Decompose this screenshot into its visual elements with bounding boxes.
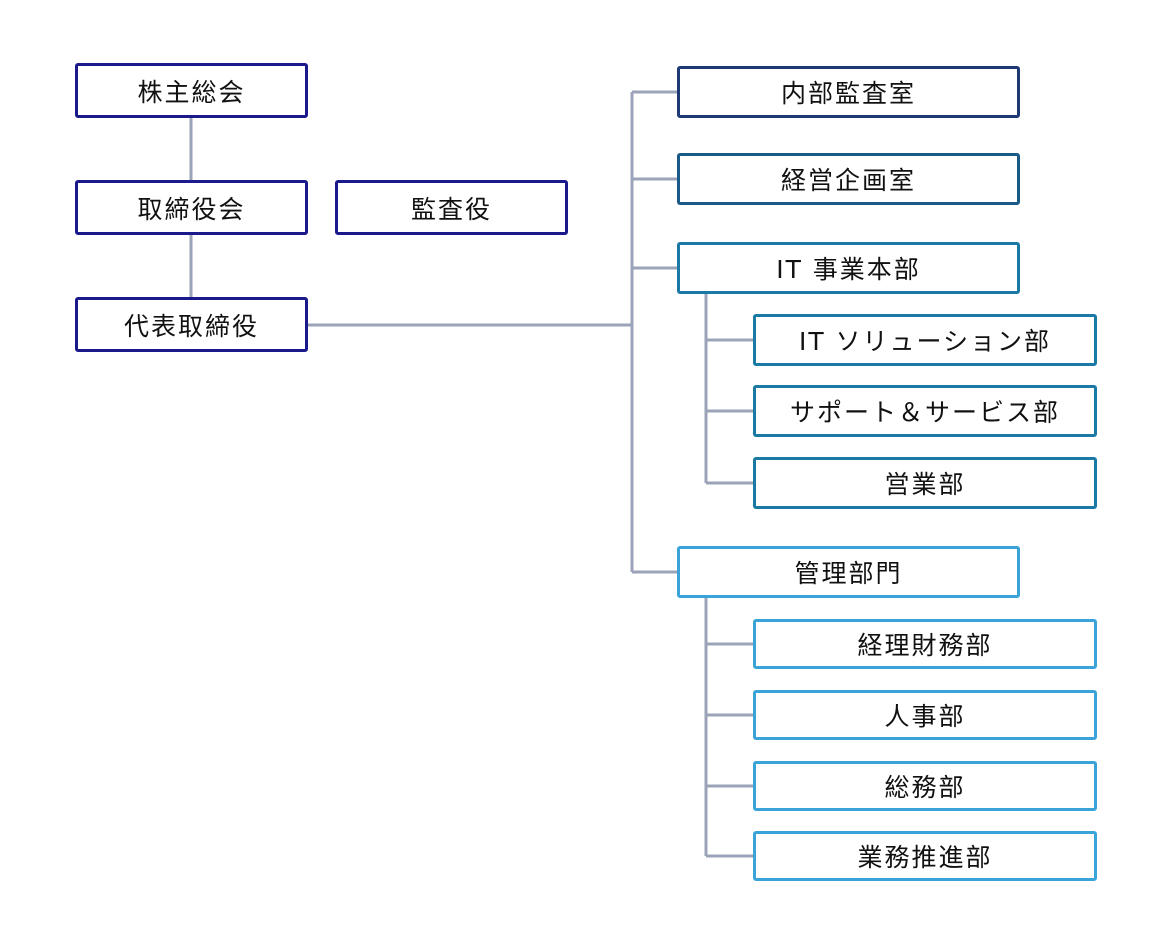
node-label: 取締役会: [137, 194, 246, 224]
node-it-solutions-dept: IT ソリューション部: [753, 314, 1097, 366]
node-label: 経理財務部: [857, 631, 993, 660]
node-label: 株主総会: [137, 77, 246, 107]
node-hr-dept: 人事部: [753, 690, 1097, 740]
node-it-business-division: IT 事業本部: [677, 242, 1020, 294]
node-label: サポート＆サービス部: [789, 398, 1060, 427]
node-label: IT 事業本部: [776, 255, 921, 284]
node-shareholders-meeting: 株主総会: [75, 63, 308, 118]
node-label: 内部監査室: [780, 79, 916, 108]
node-sales-dept: 営業部: [753, 457, 1097, 509]
node-label: 業務推進部: [857, 843, 993, 872]
node-label: IT ソリューション部: [798, 327, 1052, 356]
node-administration-division: 管理部門: [677, 546, 1020, 598]
node-accounting-finance-dept: 経理財務部: [753, 619, 1097, 669]
node-label: 総務部: [884, 773, 966, 802]
node-internal-audit-office: 内部監査室: [677, 66, 1020, 118]
node-board-of-directors: 取締役会: [75, 180, 308, 235]
node-corporate-planning-office: 経営企画室: [677, 153, 1020, 205]
node-business-promotion-dept: 業務推進部: [753, 831, 1097, 881]
node-label: 監査役: [410, 194, 492, 224]
node-support-services-dept: サポート＆サービス部: [753, 385, 1097, 437]
node-label: 経営企画室: [780, 166, 916, 195]
node-general-affairs-dept: 総務部: [753, 761, 1097, 811]
node-label: 管理部門: [794, 559, 903, 588]
node-representative-director: 代表取締役: [75, 297, 308, 352]
node-label: 営業部: [884, 470, 966, 499]
node-label: 代表取締役: [123, 311, 259, 341]
node-label: 人事部: [884, 702, 966, 731]
node-auditor: 監査役: [335, 180, 568, 235]
